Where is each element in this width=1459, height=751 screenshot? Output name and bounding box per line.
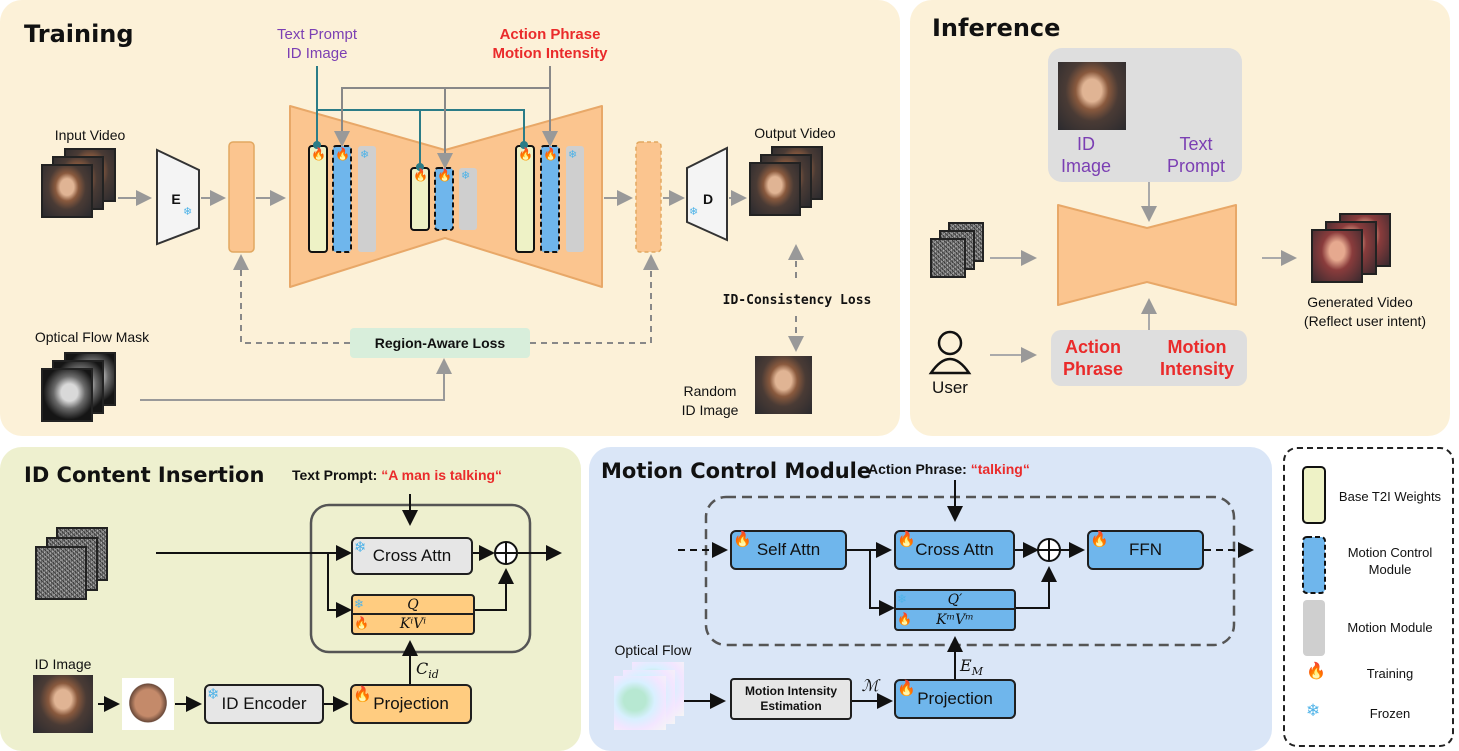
encoder-label: E	[171, 191, 181, 207]
text-prompt-label: Text Prompt	[276, 26, 358, 43]
motion-intensity-estimation-box: Motion Intensity Estimation	[730, 678, 852, 720]
id-kv-box: KⁱVⁱ	[351, 613, 475, 635]
optical-flow-mask-label: Optical Flow Mask	[34, 329, 150, 345]
optical-flow-mask-thumbnail	[41, 368, 93, 422]
mcm-cross-attn-box: Cross Attn	[894, 530, 1015, 570]
id-block-frame	[309, 503, 532, 654]
mcm-title: Motion Control Module	[601, 459, 872, 483]
decoder-label: D	[702, 191, 714, 207]
fire-icon: 🔥	[335, 147, 350, 161]
snowflake-icon: ❄	[461, 170, 471, 182]
encoder-shape	[156, 148, 200, 246]
inf-id-image-label: ID Image	[1060, 134, 1112, 176]
generated-video-label: Generated Video	[1307, 294, 1413, 310]
id-image-label: ID Image	[286, 45, 348, 62]
legend-base-label: Base T2I Weights	[1338, 489, 1442, 504]
id-noise-thumbnail	[35, 546, 87, 600]
latent-bar	[228, 141, 255, 253]
action-box	[1051, 330, 1247, 386]
snowflake-icon: ❄	[183, 206, 193, 218]
optical-flow-thumbnail	[614, 676, 666, 730]
mcm-projection-box: Projection	[894, 679, 1016, 719]
fire-icon: 🔥	[518, 147, 533, 161]
id-image-input-label: ID Image	[34, 656, 92, 672]
id-image-input	[33, 675, 93, 733]
fire-icon: 🔥	[354, 616, 369, 630]
cropped-face-image	[122, 678, 174, 730]
legend-mm-label: Motion Module	[1347, 620, 1433, 635]
legend-mcm-label: Motion Control Module	[1347, 545, 1433, 577]
mcm-dashed-frame	[704, 495, 1236, 647]
mcm-action-phrase: Action Phrase: “talking“	[868, 461, 1030, 477]
user-label: User	[932, 378, 968, 397]
legend-training-label: Training	[1366, 666, 1414, 681]
em-label: EM	[960, 656, 983, 679]
inf-action-phrase-label: Action Phrase	[1062, 337, 1124, 379]
fire-icon: 🔥	[897, 531, 916, 548]
inf-text-prompt-label: Text Prompt	[1166, 134, 1226, 176]
legend-frozen-label: Frozen	[1369, 706, 1411, 721]
id-cross-attn-box: Cross Attn	[351, 537, 473, 575]
legend-base-swatch	[1302, 466, 1326, 524]
id-q-box: Q	[351, 594, 475, 615]
snowflake-icon: ❄	[689, 206, 699, 218]
input-video-label: Input Video	[54, 127, 126, 143]
training-title: Training	[24, 20, 134, 48]
legend-mm-swatch	[1303, 600, 1325, 656]
action-phrase-label: Action Phrase	[499, 26, 601, 43]
latent-out-bar	[635, 141, 662, 253]
snowflake-icon: ❄	[897, 592, 908, 606]
fire-icon: 🔥	[1306, 663, 1326, 680]
inference-title: Inference	[932, 14, 1061, 42]
fire-icon: 🔥	[897, 680, 916, 697]
mcm-kv-box: KᵐVᵐ	[894, 608, 1016, 631]
region-aware-loss-label: Region-Aware Loss	[374, 335, 506, 351]
user-icon	[928, 330, 972, 375]
inf-motion-intensity-label: Motion Intensity	[1159, 337, 1234, 379]
snowflake-icon: ❄	[360, 149, 370, 161]
snowflake-icon: ❄	[354, 597, 365, 611]
snowflake-icon: ❄	[207, 686, 220, 703]
fire-icon: 🔥	[437, 168, 452, 182]
noise-input-thumbnail	[930, 238, 966, 278]
id-encoder-box: ID Encoder	[204, 684, 324, 724]
snowflake-icon: ❄	[1306, 701, 1321, 720]
random-id-image-label: Random ID Image	[681, 383, 739, 418]
legend-mcm-swatch	[1302, 536, 1326, 594]
mcm-q-box: Q′	[894, 589, 1016, 610]
id-portrait-image	[1058, 62, 1126, 130]
reflect-user-intent-label: (Reflect user intent)	[1303, 313, 1427, 329]
id-consistency-loss-label: ID-Consistency Loss	[722, 293, 872, 308]
mcm-self-attn-box: Self Attn	[730, 530, 847, 570]
id-projection-box: Projection	[350, 684, 472, 724]
fire-icon: 🔥	[311, 147, 326, 161]
snowflake-icon: ❄	[354, 539, 367, 556]
fire-icon: 🔥	[1090, 531, 1109, 548]
output-video-label: Output Video	[754, 125, 836, 141]
output-video-thumbnail	[749, 162, 801, 216]
inference-unet-shape	[1057, 204, 1237, 306]
mcm-ffn-box: FFN	[1087, 530, 1204, 570]
random-id-image	[755, 356, 812, 414]
id-text-prompt: Text Prompt: “A man is talking“	[292, 467, 503, 483]
generated-video-thumbnail	[1311, 229, 1363, 283]
decoder-shape	[686, 146, 728, 242]
motion-intensity-label: Motion Intensity	[492, 45, 608, 62]
fire-icon: 🔥	[543, 147, 558, 161]
optical-flow-label: Optical Flow	[614, 642, 692, 658]
fire-icon: 🔥	[897, 612, 912, 626]
cid-label: Cid	[416, 659, 439, 682]
fire-icon: 🔥	[353, 686, 372, 703]
input-video-thumbnail	[41, 164, 93, 218]
fire-icon: 🔥	[733, 531, 752, 548]
id-content-title: ID Content Insertion	[24, 463, 265, 487]
region-aware-loss-box: Region-Aware Loss	[350, 328, 530, 358]
m-label: ℳ	[861, 676, 879, 695]
snowflake-icon: ❄	[568, 149, 578, 161]
fire-icon: 🔥	[413, 168, 428, 182]
